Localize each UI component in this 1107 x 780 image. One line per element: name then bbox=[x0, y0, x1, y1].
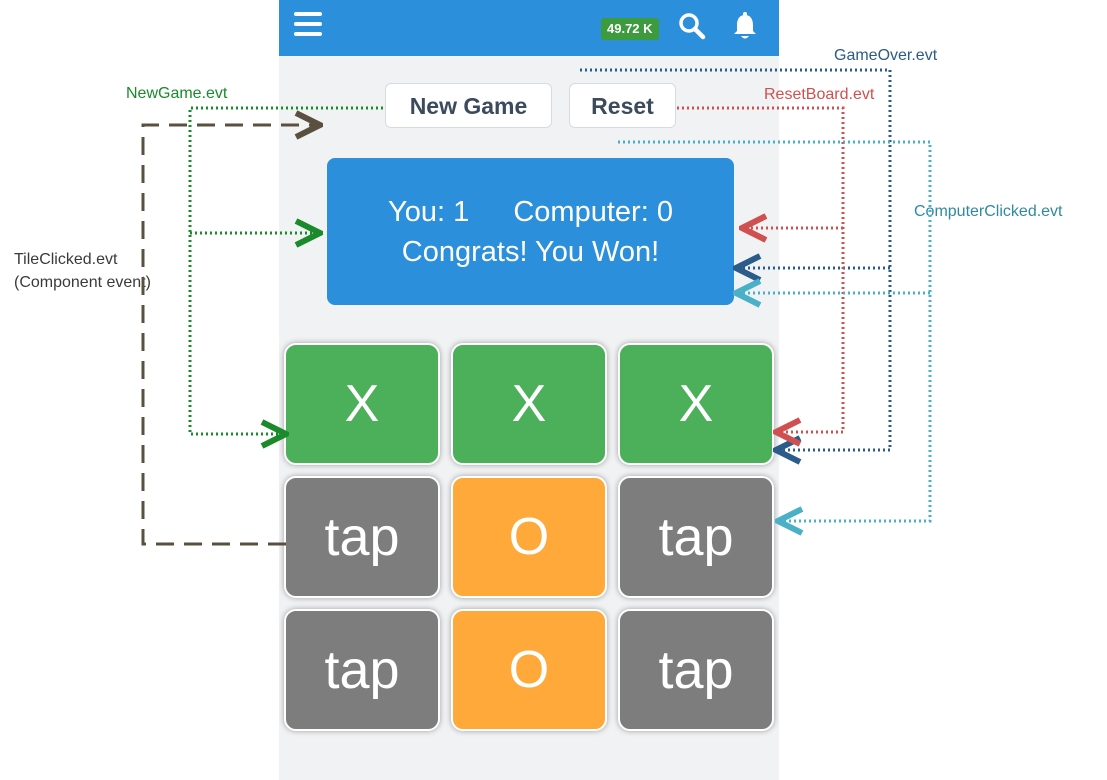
board-tile-tap[interactable]: tap bbox=[618, 476, 774, 598]
tile-clicked-event-arrows bbox=[141, 125, 320, 546]
new-game-event-arrows bbox=[188, 106, 383, 434]
game-over-event-label: GameOver.evt bbox=[834, 47, 938, 64]
tile-clicked-event-label: TileClicked.evt bbox=[14, 251, 118, 268]
board-tile-x[interactable]: X bbox=[618, 343, 774, 465]
board-tile-o[interactable]: O bbox=[451, 609, 607, 731]
game-over-event-arrows bbox=[580, 68, 892, 450]
board-tile-x[interactable]: X bbox=[284, 343, 440, 465]
phone-screen: 49.72 K New Game Reset You: 1 Computer: … bbox=[279, 0, 779, 780]
tile-clicked-note: (Component event) bbox=[14, 274, 151, 291]
search-icon[interactable] bbox=[677, 10, 707, 42]
new-game-event-label: NewGame.evt bbox=[126, 85, 228, 102]
board-tile-tap[interactable]: tap bbox=[284, 476, 440, 598]
points-badge: 49.72 K bbox=[601, 18, 659, 40]
board-tile-x[interactable]: X bbox=[451, 343, 607, 465]
score-panel: You: 1 Computer: 0 Congrats! You Won! bbox=[327, 158, 734, 305]
board-tile-tap[interactable]: tap bbox=[618, 609, 774, 731]
computer-clicked-event-label: ComputerClicked.evt bbox=[914, 203, 1063, 220]
reset-button[interactable]: Reset bbox=[569, 83, 676, 128]
result-message: Congrats! You Won! bbox=[401, 236, 660, 268]
computer-clicked-event-arrows bbox=[618, 140, 932, 521]
computer-label: Computer: bbox=[513, 196, 649, 228]
score-line: You: 1 Computer: 0 bbox=[327, 194, 734, 230]
app-header: 49.72 K bbox=[279, 0, 779, 56]
bell-icon[interactable] bbox=[730, 10, 760, 42]
board-tile-o[interactable]: O bbox=[451, 476, 607, 598]
computer-score: 0 bbox=[656, 196, 673, 228]
board-tile-tap[interactable]: tap bbox=[284, 609, 440, 731]
hamburger-menu-icon[interactable] bbox=[294, 12, 322, 36]
you-score: 1 bbox=[453, 196, 470, 228]
you-label: You: bbox=[388, 196, 446, 228]
reset-board-event-arrows bbox=[677, 106, 845, 432]
new-game-button[interactable]: New Game bbox=[385, 83, 552, 128]
reset-board-event-label: ResetBoard.evt bbox=[764, 86, 875, 103]
